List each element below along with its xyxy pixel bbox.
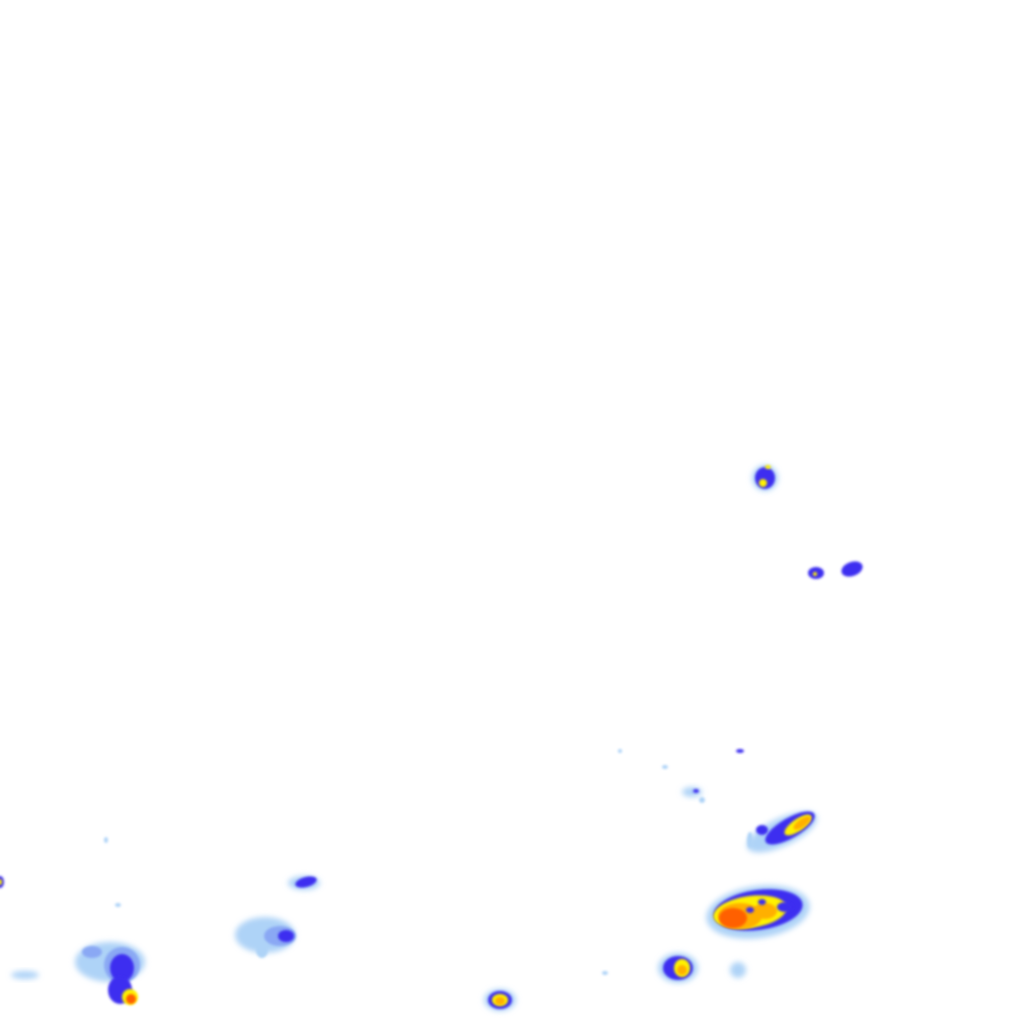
precip-cell xyxy=(756,825,768,835)
precip-cell xyxy=(746,907,754,913)
precip-cell xyxy=(278,930,294,942)
precip-cell xyxy=(677,965,687,975)
precip-cell xyxy=(719,908,747,928)
precip-cell xyxy=(602,971,608,975)
precip-cell xyxy=(682,787,702,797)
precip-cell xyxy=(793,816,811,830)
precip-cell xyxy=(747,832,753,848)
precip-cell xyxy=(753,903,777,919)
precip-cell xyxy=(115,903,121,907)
precip-cell xyxy=(82,946,102,958)
precip-cell xyxy=(11,971,39,979)
precip-cell xyxy=(126,994,136,1004)
precip-cell xyxy=(0,879,2,885)
precip-cell xyxy=(495,997,505,1005)
precip-cell xyxy=(618,749,622,753)
precip-cell xyxy=(662,765,668,769)
precip-cell xyxy=(730,962,746,978)
precip-cell xyxy=(777,902,793,912)
precip-cell xyxy=(295,876,317,888)
precip-cell xyxy=(758,899,766,905)
precip-cell xyxy=(256,942,268,958)
precip-cell xyxy=(110,954,134,982)
precip-cell xyxy=(813,572,817,576)
precip-cell xyxy=(841,561,863,577)
precip-cell xyxy=(693,789,699,793)
precip-cell xyxy=(104,837,108,843)
precip-cell xyxy=(765,465,771,469)
precip-cell xyxy=(759,479,767,487)
precip-cell xyxy=(699,797,705,803)
precip-cell xyxy=(736,749,744,753)
